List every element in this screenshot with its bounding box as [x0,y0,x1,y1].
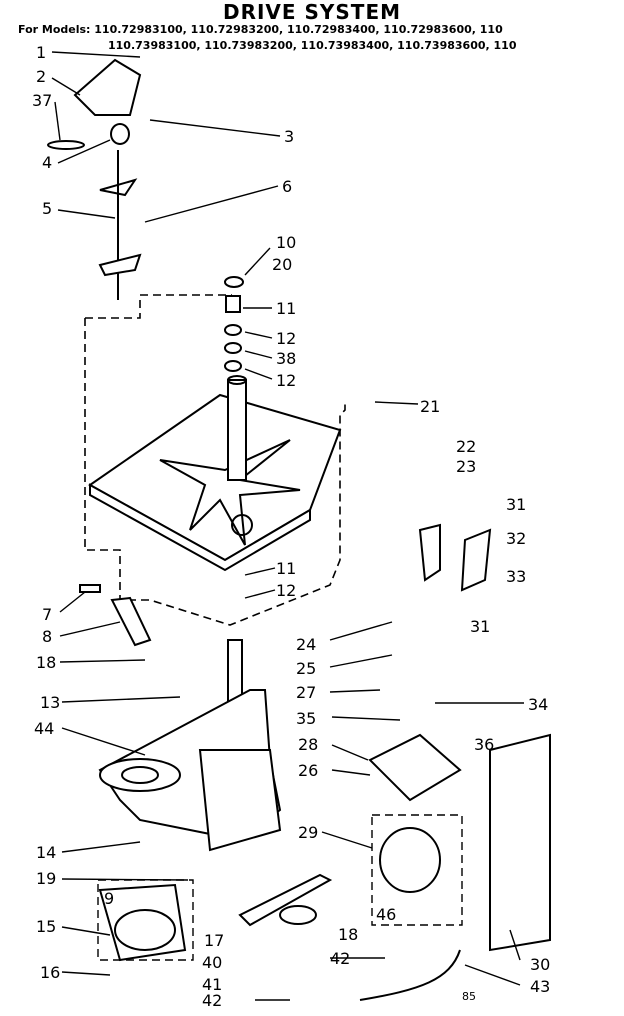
callout-11-b: 11 [276,559,296,578]
callout-15: 15 [36,917,56,936]
callout-43: 43 [530,977,550,996]
callout-27: 27 [296,683,316,702]
callout-44: 44 [34,719,54,738]
model-line-2: 110.73983100, 110.73983200, 110.73983400… [108,39,517,52]
callout-41: 41 [202,975,222,994]
callout-30: 30 [530,955,550,974]
callout-40: 40 [202,953,222,972]
callout-10: 10 [276,233,296,252]
callout-11: 11 [276,299,296,318]
callout-18: 18 [36,653,56,672]
callout-6: 6 [282,177,292,196]
callout-36: 36 [474,735,494,754]
callout-9: 9 [104,889,114,908]
page-code: 85 [462,990,476,1003]
callout-37: 37 [32,91,52,110]
callout-22: 22 [456,437,476,456]
callout-34: 34 [528,695,548,714]
callout-8: 8 [42,627,52,646]
callout-21: 21 [420,397,440,416]
model-line-1: For Models: 110.72983100, 110.72983200, … [18,23,503,36]
callout-31: 31 [506,495,526,514]
callout-5: 5 [42,199,52,218]
callout-14: 14 [36,843,56,862]
callout-24: 24 [296,635,316,654]
diagram-title: DRIVE SYSTEM [222,0,402,24]
callout-18-b: 18 [338,925,358,944]
callout-28: 28 [298,735,318,754]
callout-33: 33 [506,567,526,586]
callout-2: 2 [36,67,46,86]
callout-12: 12 [276,329,296,348]
callout-42: 42 [330,949,350,968]
callout-3: 3 [284,127,294,146]
callout-12-c: 12 [276,581,296,600]
callout-7: 7 [42,605,52,624]
callout-12-b: 12 [276,371,296,390]
callout-13: 13 [40,693,60,712]
callout-29: 29 [298,823,318,842]
callout-19: 19 [36,869,56,888]
model-list: For Models: 110.72983100, 110.72983200, … [18,22,516,54]
callout-1: 1 [36,43,46,62]
callout-35: 35 [296,709,316,728]
callout-4: 4 [42,153,52,172]
callout-46: 46 [376,905,396,924]
callout-25: 25 [296,659,316,678]
callout-38: 38 [276,349,296,368]
callout-26: 26 [298,761,318,780]
callout-16: 16 [40,963,60,982]
callout-31-b: 31 [470,617,490,636]
callout-23: 23 [456,457,476,476]
callout-42-b: 42 [202,991,222,1010]
callout-17: 17 [204,931,224,950]
callout-20: 20 [272,255,292,274]
callout-32: 32 [506,529,526,548]
